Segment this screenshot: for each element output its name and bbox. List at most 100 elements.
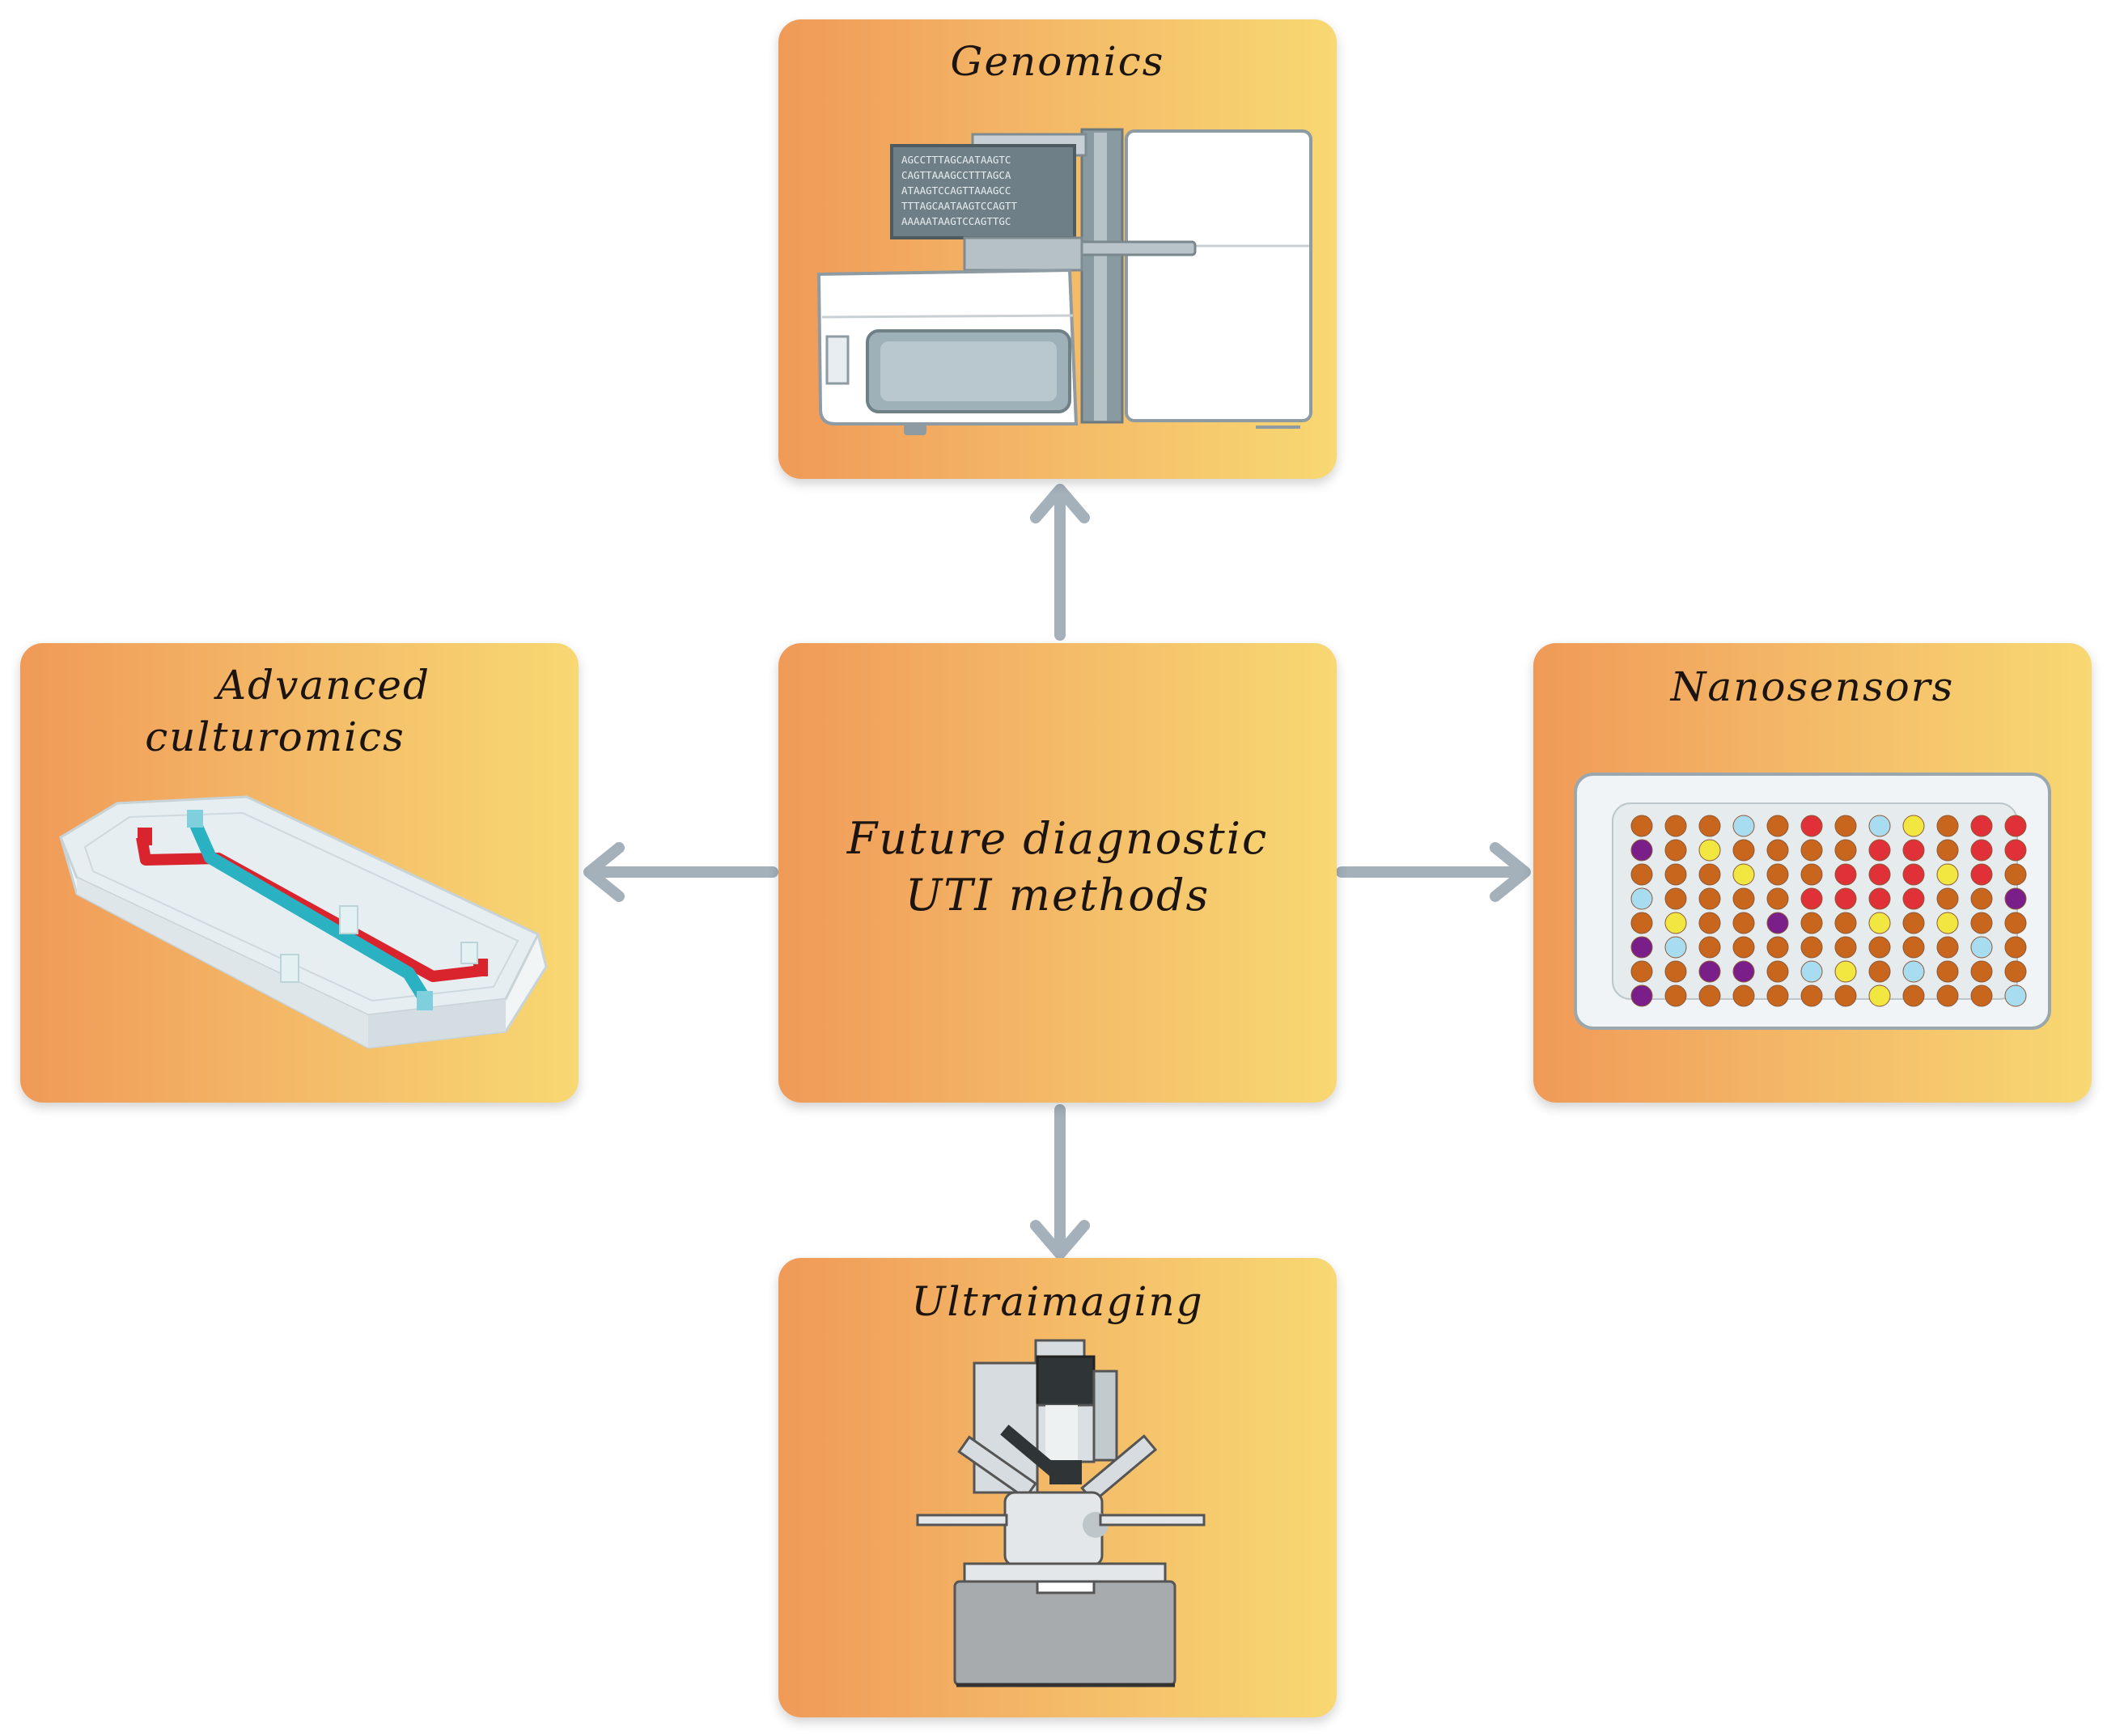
plate-well xyxy=(1698,887,1721,910)
plate-well xyxy=(1664,839,1687,862)
plate-well xyxy=(1970,863,1993,886)
plate-well xyxy=(1800,839,1823,862)
plate-well xyxy=(1800,936,1823,959)
plate-well xyxy=(1868,936,1891,959)
genomics-title: Genomics xyxy=(950,38,1165,85)
plate-well xyxy=(1970,839,1993,862)
plate-well xyxy=(1970,887,1993,910)
plate-well xyxy=(1664,984,1687,1007)
plate-well xyxy=(1698,984,1721,1007)
plate-well xyxy=(1766,815,1789,837)
plate-well xyxy=(1664,960,1687,983)
plate-well xyxy=(1630,863,1653,886)
plate-well xyxy=(1970,815,1993,837)
sequence-line-5: AAAAATAAGTCCAGTTGC xyxy=(901,215,1011,227)
plate-well xyxy=(1936,839,1959,862)
nanosensors-box: Nanosensors xyxy=(1533,643,2092,1103)
plate-well xyxy=(1868,912,1891,934)
plate-well xyxy=(1868,887,1891,910)
ultraimaging-title: Ultraimaging xyxy=(911,1278,1204,1325)
plate-well xyxy=(1630,936,1653,959)
plate-well xyxy=(1664,936,1687,959)
plate-well xyxy=(1664,912,1687,934)
plate-well xyxy=(1868,815,1891,837)
dna-sequencer-icon: AGCCTTTAGCAATAAGTC CAGTTAAAGCCTTTAGCA AT… xyxy=(816,128,1312,435)
plate-well xyxy=(1936,815,1959,837)
plate-well xyxy=(1834,960,1857,983)
arrow-to-nanosensors xyxy=(1336,842,1531,902)
plate-well xyxy=(1834,839,1857,862)
plate-well xyxy=(1834,912,1857,934)
plate-well xyxy=(1970,936,1993,959)
culturomics-title-line1: Advanced xyxy=(217,662,430,709)
plate-well xyxy=(1630,984,1653,1007)
plate-well xyxy=(1902,863,1925,886)
plate-well xyxy=(1902,984,1925,1007)
plate-well xyxy=(1766,936,1789,959)
nanosensors-title: Nanosensors xyxy=(1670,663,1955,710)
plate-well xyxy=(1902,912,1925,934)
plate-well xyxy=(1936,863,1959,886)
plate-well xyxy=(1800,960,1823,983)
plate-well xyxy=(1732,887,1755,910)
plate-well xyxy=(1834,887,1857,910)
plate-well xyxy=(1698,936,1721,959)
plate-well xyxy=(2004,960,2027,983)
plate-well xyxy=(1664,815,1687,837)
plate-well xyxy=(2004,936,2027,959)
center-title-line1: Future diagnostic xyxy=(846,813,1269,864)
plate-well xyxy=(1868,960,1891,983)
plate-well xyxy=(1800,887,1823,910)
plate-well xyxy=(2004,984,2027,1007)
sequence-line-3: ATAAGTCCAGTTAAAGCC xyxy=(901,184,1011,197)
plate-well xyxy=(1800,912,1823,934)
plate-well xyxy=(2004,887,2027,910)
plate-well xyxy=(1834,863,1857,886)
plate-well xyxy=(1630,960,1653,983)
plate-well xyxy=(1698,960,1721,983)
plate-well xyxy=(1970,984,1993,1007)
plate-well xyxy=(2004,839,2027,862)
plate-well xyxy=(1800,815,1823,837)
plate-well xyxy=(1970,912,1993,934)
plate-well xyxy=(1664,887,1687,910)
plate-well xyxy=(1766,984,1789,1007)
ultraimaging-box: Ultraimaging xyxy=(778,1258,1337,1717)
plate-well xyxy=(1970,960,1993,983)
plate-well xyxy=(2004,912,2027,934)
plate-well xyxy=(1732,912,1755,934)
plate-well xyxy=(1698,912,1721,934)
plate-well xyxy=(1732,863,1755,886)
plate-well xyxy=(1868,984,1891,1007)
plate-well xyxy=(1936,887,1959,910)
center-box: Future diagnostic UTI methods xyxy=(778,643,1337,1103)
plate-well xyxy=(1630,815,1653,837)
plate-well xyxy=(1834,936,1857,959)
plate-well xyxy=(1698,863,1721,886)
plate-well xyxy=(1902,815,1925,837)
plate-well xyxy=(1936,936,1959,959)
plate-well xyxy=(1868,839,1891,862)
plate-well xyxy=(1868,863,1891,886)
plate-well xyxy=(1902,887,1925,910)
plate-well xyxy=(1766,839,1789,862)
sequence-line-2: CAGTTAAAGCCTTTAGCA xyxy=(901,169,1011,181)
well-plate-icon xyxy=(1574,773,2051,1030)
plate-well xyxy=(1630,839,1653,862)
plate-well xyxy=(1732,984,1755,1007)
plate-well xyxy=(1800,984,1823,1007)
plate-well xyxy=(1664,863,1687,886)
sequence-line-4: TTTAGCAATAAGTCCAGTT xyxy=(901,200,1017,212)
plate-well xyxy=(1732,839,1755,862)
genomics-box: Genomics AGCCTTTAGCAATAAGTC CAGTTAAAGCCT… xyxy=(778,19,1337,479)
electron-microscope-icon xyxy=(916,1339,1206,1687)
plate-well xyxy=(1732,936,1755,959)
plate-well xyxy=(1766,863,1789,886)
sequence-line-1: AGCCTTTAGCAATAAGTC xyxy=(901,154,1011,166)
culturomics-title-line2: culturomics xyxy=(145,713,405,760)
culturomics-box: Advanced culturomics xyxy=(20,643,579,1103)
plate-well xyxy=(1698,815,1721,837)
plate-well xyxy=(1902,960,1925,983)
plate-well xyxy=(1732,960,1755,983)
